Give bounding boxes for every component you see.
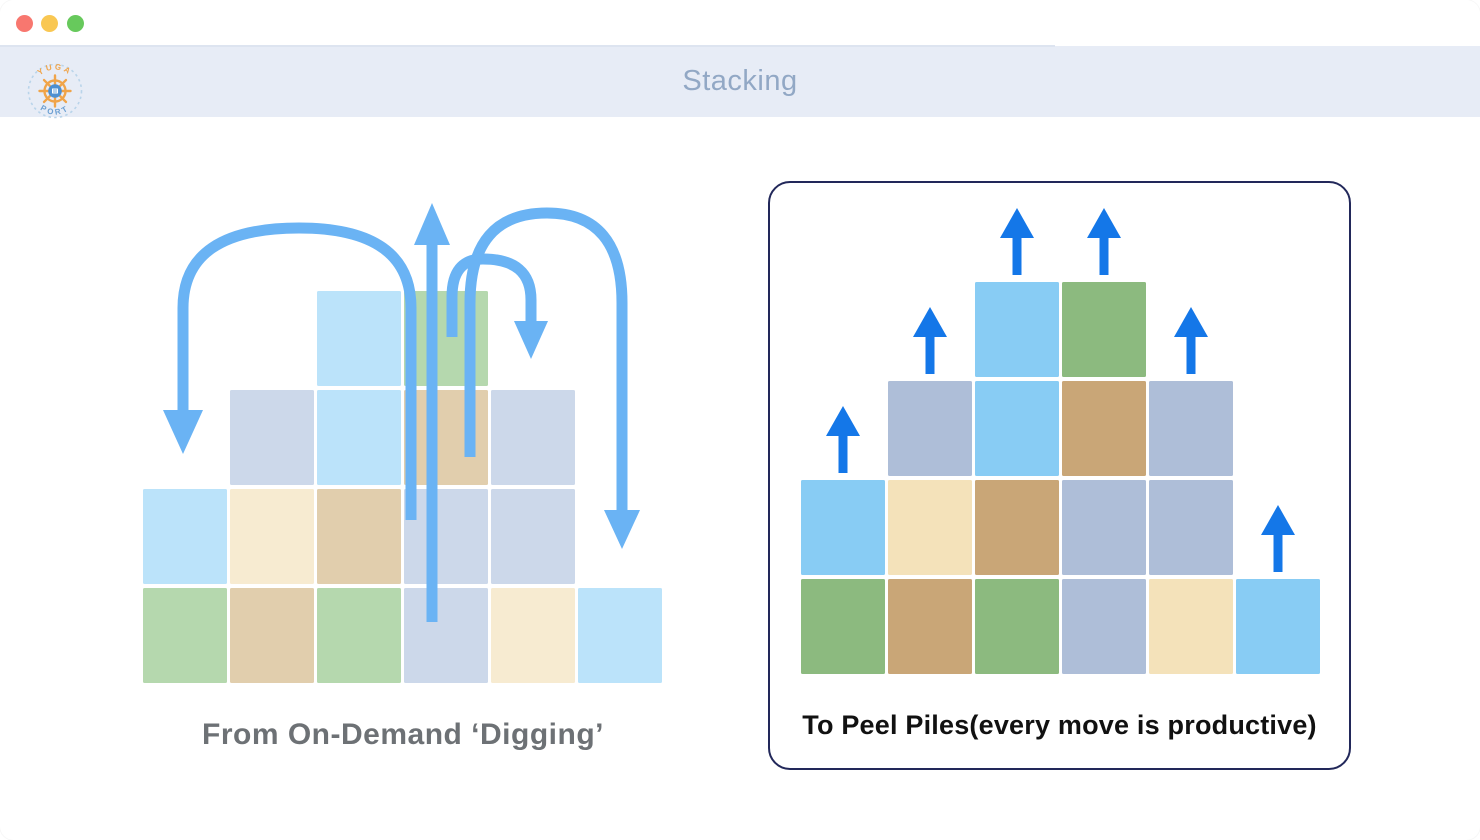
dig-hook-arrowhead [514, 321, 548, 359]
pile-block [578, 588, 662, 683]
page-title: Stacking [682, 65, 798, 97]
pile-block [801, 579, 885, 674]
pile-block [888, 381, 972, 476]
pile-block [491, 390, 575, 485]
pile-block [888, 579, 972, 674]
pile-block [491, 489, 575, 584]
peel-piles-box [768, 181, 1351, 770]
pile-block [975, 579, 1059, 674]
pile-block [1149, 579, 1233, 674]
pile-block [491, 588, 575, 683]
window-titlebar [0, 0, 1480, 46]
pile-block [1149, 480, 1233, 575]
right-diagram-caption: To Peel Piles(every move is productive) [802, 710, 1317, 740]
pile-block [1236, 579, 1320, 674]
pile-block [1062, 381, 1146, 476]
pile-block [230, 489, 314, 584]
pile-block [230, 588, 314, 683]
minimize-button[interactable] [40, 14, 58, 32]
container-glyph [52, 88, 58, 94]
pile-block [975, 381, 1059, 476]
pile-block [801, 480, 885, 575]
pile-block [975, 282, 1059, 377]
pile-block [143, 588, 227, 683]
pile-block [975, 480, 1059, 575]
pile-block [317, 291, 401, 386]
pile-block [230, 390, 314, 485]
toolbar-edge [0, 45, 1055, 47]
pile-block [404, 489, 488, 584]
ship-wheel-icon [38, 74, 72, 108]
pile-block [317, 588, 401, 683]
pile-block [1149, 381, 1233, 476]
app-header: YUGA PORT Stacking [0, 46, 1480, 119]
pile-block [404, 291, 488, 386]
pile-block [404, 588, 488, 683]
pile-block [317, 489, 401, 584]
pile-block [1062, 579, 1146, 674]
dig-up-arrowhead [414, 203, 450, 245]
logo-bottom-text: PORT [39, 103, 71, 117]
dig-arc-left-arrowhead [163, 410, 203, 454]
dig-arc-right-arrowhead [604, 510, 640, 549]
yugaport-logo-icon: YUGA PORT [27, 63, 83, 119]
zoom-button[interactable] [66, 14, 84, 32]
close-button[interactable] [16, 14, 33, 32]
pile-block [404, 390, 488, 485]
left-diagram-caption: From On-Demand ‘Digging’ [202, 718, 604, 751]
logo-dashed-ring [27, 63, 83, 119]
pile-block [888, 480, 972, 575]
pile-block [143, 489, 227, 584]
pile-block [1062, 282, 1146, 377]
pile-block [317, 390, 401, 485]
pile-block [1062, 480, 1146, 575]
